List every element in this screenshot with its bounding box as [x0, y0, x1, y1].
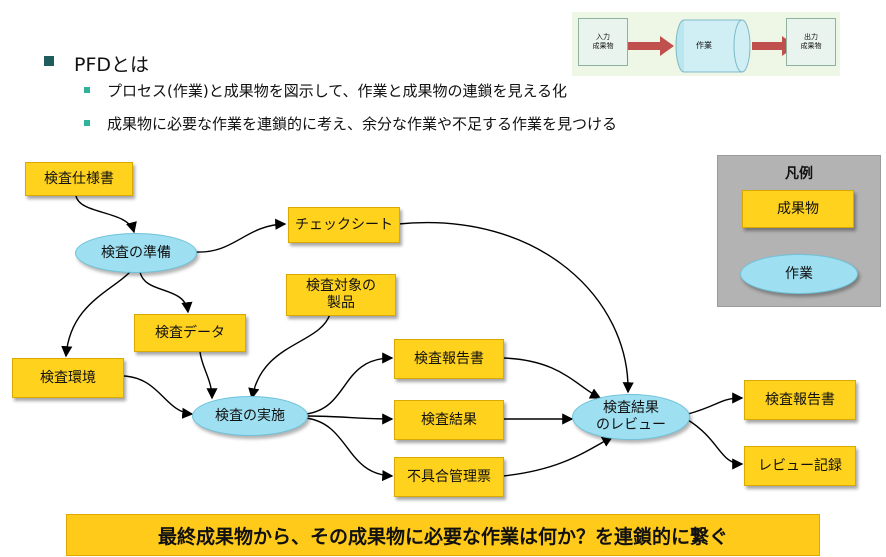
arrow-target-to-execute: [248, 313, 331, 400]
square-bullet-icon: [44, 56, 54, 66]
arrow-env-to-execute: [123, 375, 194, 419]
node-checksheet: チェックシート: [288, 207, 400, 243]
arrow-prepare-to-checksheet: [194, 218, 287, 253]
inset-graphics: [628, 19, 796, 73]
node-report-mid: 検査報告書: [394, 339, 504, 379]
inset-arrow-out: [752, 36, 796, 56]
arrow-execute-to-defect: [305, 417, 394, 482]
node-label-line: のレビュー: [596, 417, 666, 433]
node-inspection-result: 検査結果: [394, 400, 504, 440]
node-review-record: レビュー記録: [744, 446, 856, 486]
input-document-icon: 入力成果物: [578, 18, 628, 66]
square-bullet-icon: [84, 120, 90, 126]
arrow-data-to-execute: [199, 351, 218, 400]
arrow-checksheet-to-review: [397, 221, 634, 394]
arrow-spec-to-prepare: [75, 195, 137, 234]
node-label-line: 検査結果: [603, 400, 659, 416]
arrow-review-to-reportout: [687, 392, 744, 415]
node-inspection-execute: 検査の実施: [192, 396, 308, 436]
sub-bullet-text: プロセス(作業)と成果物を図示して、作業と成果物の連鎖を見える化: [107, 82, 568, 100]
node-label-line: 検査対象の: [306, 278, 376, 294]
square-bullet-icon: [84, 87, 90, 93]
inset-figure: 入力成果物 作業 出力成果物: [572, 12, 840, 76]
arrow-execute-to-result: [305, 413, 394, 425]
legend-title: 凡例: [785, 166, 813, 182]
heading-text: PFDとは: [74, 54, 150, 76]
summary-banner: 最終成果物から、その成果物に必要な作業は何か？を連鎖的に繋ぐ: [66, 514, 820, 556]
arrow-review-to-record: [687, 419, 744, 470]
inset-cylinder-body: [684, 20, 742, 72]
arrow-execute-to-reportmid: [305, 352, 394, 415]
node-defect-ticket: 不具合管理票: [394, 457, 504, 497]
node-inspection-env: 検査環境: [12, 358, 124, 398]
node-inspection-data: 検査データ: [134, 314, 246, 352]
legend-deliverable: 成果物: [742, 190, 854, 228]
inset-process-label: 作業: [696, 41, 712, 50]
node-result-review: 検査結果 のレビュー: [572, 394, 690, 440]
arrow-defect-to-review: [502, 436, 614, 477]
arrow-prepare-to-env: [61, 271, 131, 358]
node-inspection-spec: 検査仕様書: [25, 162, 133, 196]
node-inspection-prepare: 検査の準備: [75, 233, 197, 273]
output-document-icon: 出力成果物: [786, 18, 836, 66]
arrow-reportmid-to-review: [502, 357, 602, 399]
arrow-prepare-to-data: [139, 271, 193, 314]
sub-bullet-text: 成果物に必要な作業を連鎖的に考え、余分な作業や不足する作業を見つける: [107, 115, 618, 133]
legend-process: 作業: [740, 254, 858, 294]
node-label-line: 製品: [327, 295, 355, 311]
inset-arrow-in: [628, 36, 674, 56]
inset-cylinder-right: [733, 19, 751, 73]
node-inspection-target: 検査対象の 製品: [286, 274, 396, 316]
node-report-out: 検査報告書: [744, 380, 856, 420]
